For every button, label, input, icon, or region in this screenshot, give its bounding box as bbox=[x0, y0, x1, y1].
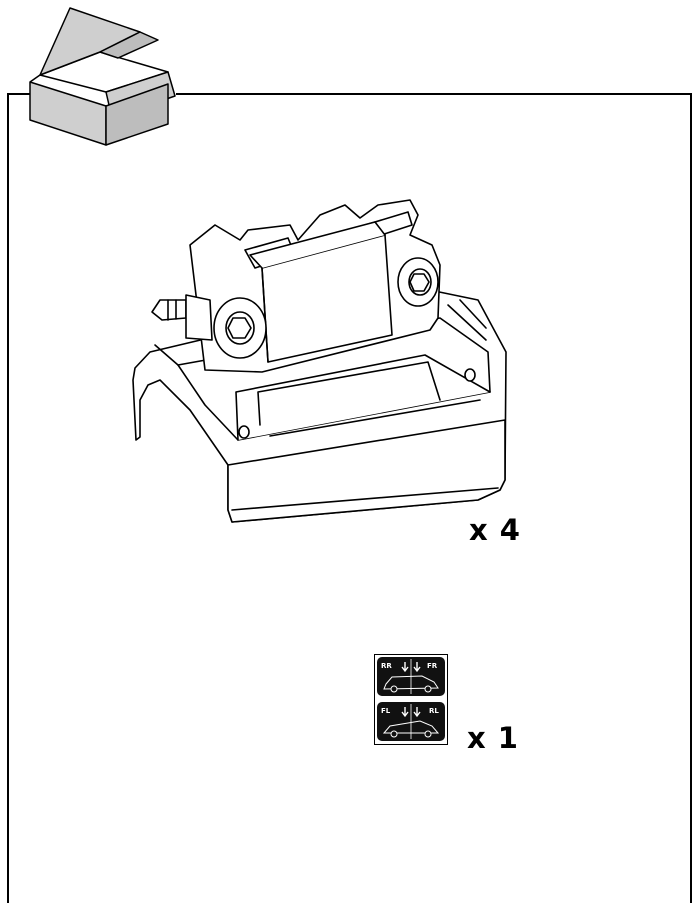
foot-quantity-label: x 4 bbox=[469, 513, 521, 547]
position-sticker-sheet-icon: RR FR FL RL bbox=[374, 654, 448, 745]
sticker-label-fr: FR bbox=[427, 662, 438, 670]
sticker-quantity-label: x 1 bbox=[467, 721, 519, 755]
sticker-label-fl: FL bbox=[381, 707, 391, 715]
sticker-label-rr: RR bbox=[381, 662, 392, 670]
sticker-label-rl: RL bbox=[429, 707, 439, 715]
